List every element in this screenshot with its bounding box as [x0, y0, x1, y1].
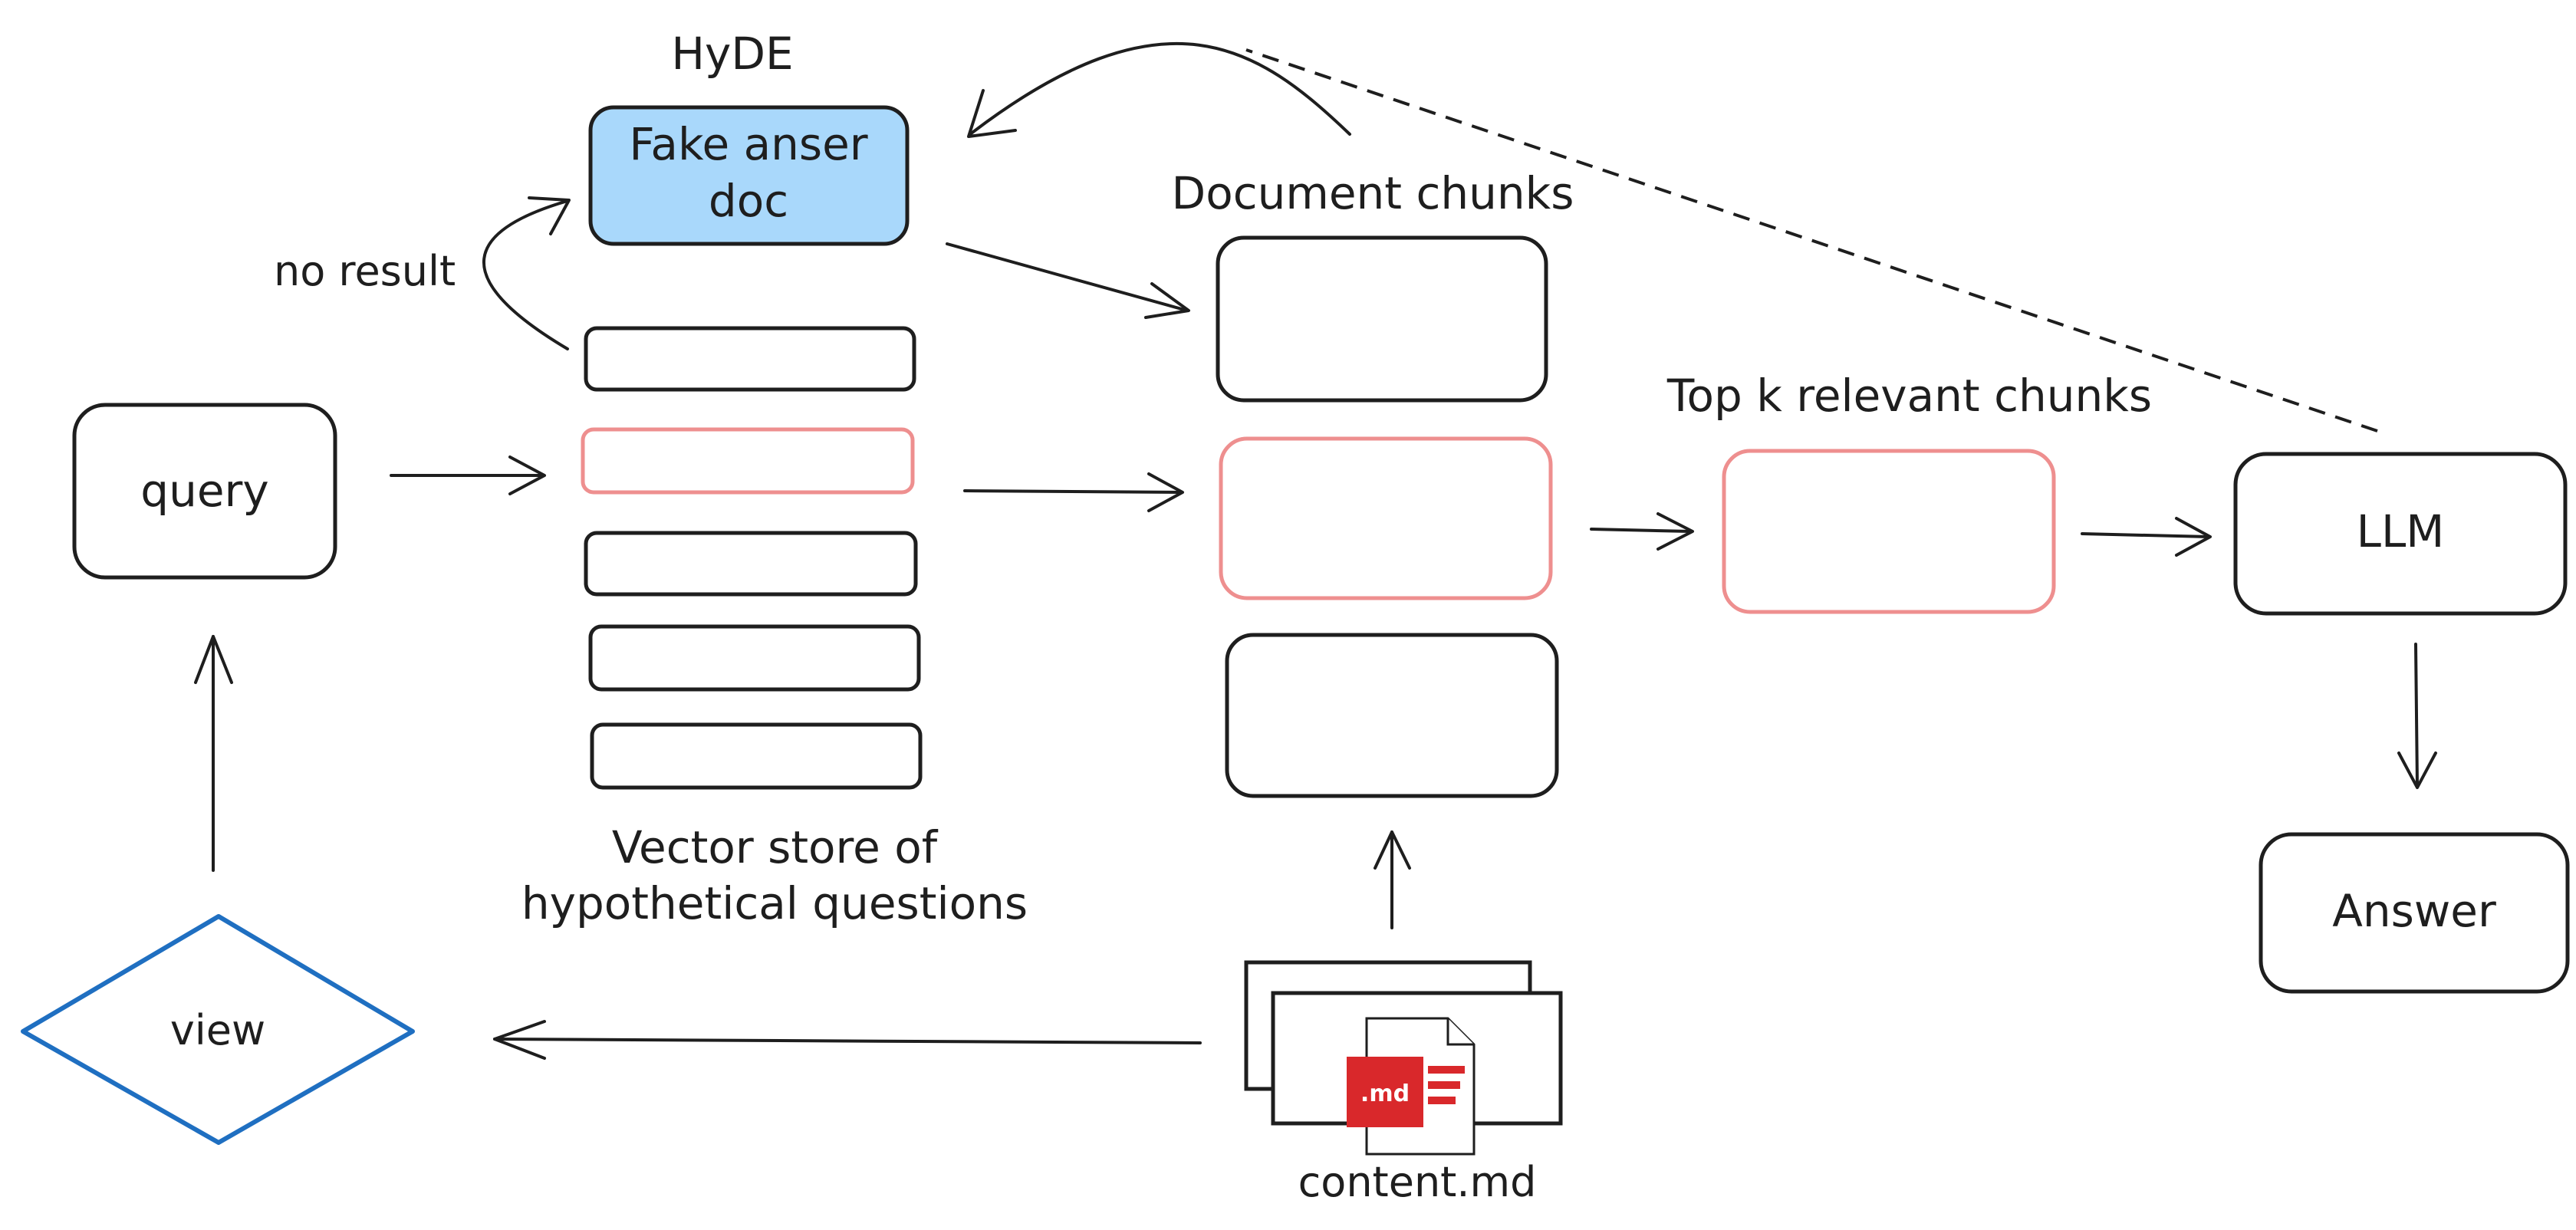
vector-store-label-line2: hypothetical questions	[521, 877, 1028, 929]
vector-store-item	[584, 326, 916, 392]
answer-box: Answer	[2259, 832, 2570, 994]
hyde-title: HyDE	[671, 28, 793, 80]
arrow-query-to-store-head	[508, 455, 546, 495]
content-file-stack: .md	[1244, 960, 1563, 1156]
vector-store-label-line1: Vector store of	[612, 821, 939, 873]
fake-answer-doc-label-line1: Fake anser	[629, 118, 867, 170]
dashed-llm-to-hyde	[1245, 48, 2378, 432]
top-k-box	[1722, 449, 2056, 614]
arrow-store-to-chunks	[963, 489, 1183, 494]
arrow-llm-to-answer	[2414, 643, 2419, 788]
answer-label: Answer	[2332, 885, 2496, 937]
no-result-label: no result	[274, 247, 456, 295]
document-chunk	[1216, 235, 1548, 403]
no-result-arrowhead	[528, 196, 571, 235]
md-line	[1428, 1097, 1456, 1104]
llm-box: LLM	[2233, 452, 2568, 616]
query-box: query	[72, 403, 337, 580]
no-result-arrow	[482, 199, 569, 350]
document-chunk-highlighted	[1219, 436, 1553, 600]
vector-store-item	[584, 531, 918, 597]
arrow-chunks-to-topk-head	[1656, 512, 1694, 551]
arrow-view-to-query-head	[194, 635, 233, 684]
arrow-fake-doc-to-chunks	[946, 242, 1189, 312]
arrow-topk-to-llm-head	[2175, 517, 2212, 557]
fake-answer-doc-box: Fake anser doc	[588, 105, 910, 246]
fake-answer-doc-label-line2: doc	[709, 175, 788, 227]
arrow-chunks-to-topk	[1590, 528, 1693, 533]
vector-store	[581, 326, 923, 790]
top-k-title: Top k relevant chunks	[1666, 370, 2152, 422]
md-badge-label: .md	[1360, 1080, 1410, 1107]
arrow-fake-doc-to-chunks-head	[1144, 282, 1190, 319]
vector-store-item-highlighted	[581, 427, 915, 495]
arrow-content-to-view	[493, 1038, 1202, 1044]
query-label: query	[140, 465, 268, 517]
arrow-topk-to-llm	[2081, 532, 2210, 538]
md-line	[1428, 1081, 1460, 1089]
md-badge	[1347, 1057, 1423, 1127]
view-node: view	[21, 914, 415, 1145]
content-file-label: content.md	[1298, 1158, 1537, 1206]
md-line	[1428, 1066, 1465, 1074]
document-chunks-title: Document chunks	[1172, 167, 1574, 219]
vector-store-item	[590, 722, 923, 790]
curve-to-fake-doc	[969, 41, 1351, 136]
llm-label: LLM	[2357, 505, 2445, 557]
arrow-content-to-view-head	[493, 1020, 546, 1060]
document-chunk	[1225, 633, 1559, 798]
arrow-llm-to-answer-head	[2397, 751, 2437, 789]
view-label: view	[170, 1006, 265, 1054]
curve-to-fake-doc-head	[967, 89, 1017, 138]
document-chunks	[1216, 235, 1559, 798]
arrow-content-to-chunks-head	[1374, 830, 1411, 870]
md-file-fold	[1446, 1018, 1474, 1046]
arrow-store-to-chunks-head	[1147, 472, 1184, 512]
vector-store-item	[588, 624, 921, 692]
